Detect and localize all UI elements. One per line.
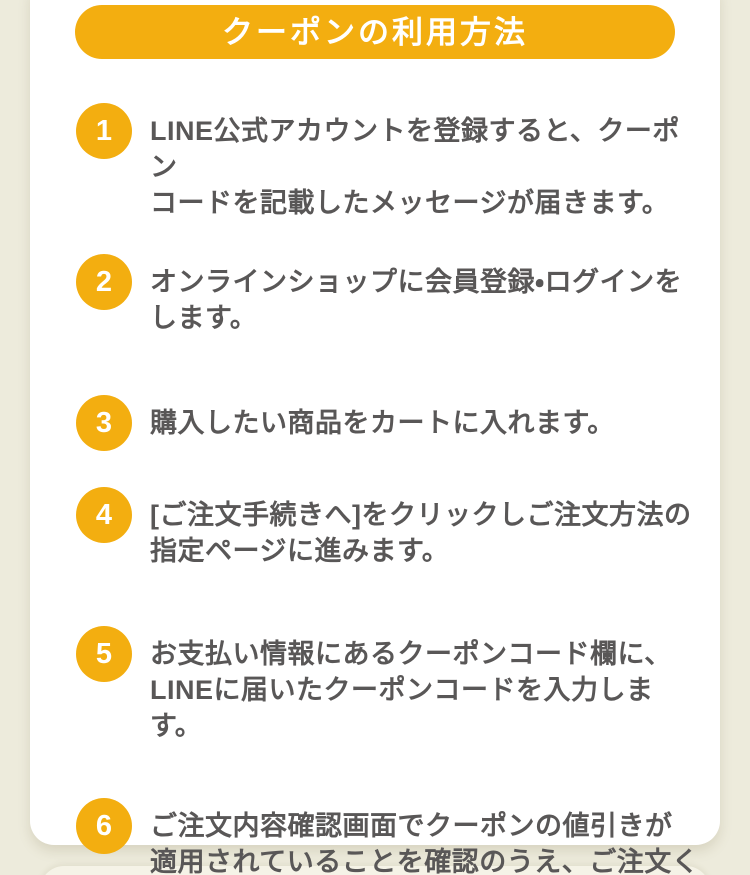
section-title-pill: クーポンの利用方法 <box>75 5 675 59</box>
step-number-badge: 6 <box>76 798 132 854</box>
list-item-step-1: 1 LINE公式アカウントを登録すると、クーポン コードを記載したメッセージが届… <box>76 103 700 221</box>
coupon-usage-card: クーポンの利用方法 1 LINE公式アカウントを登録すると、クーポン コードを記… <box>30 0 720 875</box>
next-section-card-top <box>40 866 710 875</box>
step-number-badge: 3 <box>76 395 132 451</box>
step-text: 購入したい商品をカートに入れます。 <box>150 408 615 438</box>
step-text: ご注文内容確認画面でクーポンの値引きが 適用されていることを確認のうえ、ご注文く… <box>150 811 700 875</box>
list-item-step-3: 3 購入したい商品をカートに入れます。 <box>76 395 700 451</box>
section-title: クーポンの利用方法 <box>222 14 528 50</box>
step-number-badge: 2 <box>76 254 132 310</box>
step-text: LINE公式アカウントを登録すると、クーポン コードを記載したメッセージが届きま… <box>150 116 680 218</box>
step-number-badge: 5 <box>76 626 132 682</box>
step-number-badge: 4 <box>76 487 132 543</box>
list-item-step-5: 5 お支払い情報にあるクーポンコード欄に、 LINEに届いたクーポンコードを入力… <box>76 626 700 744</box>
list-item-step-4: 4 [ご注文手続きへ]をクリックしご注文方法の 指定ページに進みます。 <box>76 487 700 569</box>
step-text: オンラインショップに会員登録・ログインを します。 <box>150 267 683 333</box>
list-item-step-2: 2 オンラインショップに会員登録・ログインを します。 <box>76 254 700 336</box>
list-item-step-6: 6 ご注文内容確認画面でクーポンの値引きが 適用されていることを確認のうえ、ご注… <box>76 798 700 875</box>
step-text: [ご注文手続きへ]をクリックしご注文方法の 指定ページに進みます。 <box>150 500 692 566</box>
coupon-steps-list: 1 LINE公式アカウントを登録すると、クーポン コードを記載したメッセージが届… <box>30 103 720 875</box>
step-text: お支払い情報にあるクーポンコード欄に、 LINEに届いたクーポンコードを入力しま… <box>150 639 672 741</box>
step-number-badge: 1 <box>76 103 132 159</box>
